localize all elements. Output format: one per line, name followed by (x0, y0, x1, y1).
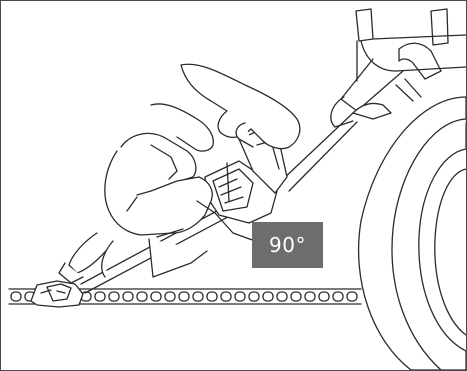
floor-anchor (31, 281, 83, 307)
wheelchair-wheel (359, 97, 466, 370)
angle-label: 90° (252, 222, 323, 268)
